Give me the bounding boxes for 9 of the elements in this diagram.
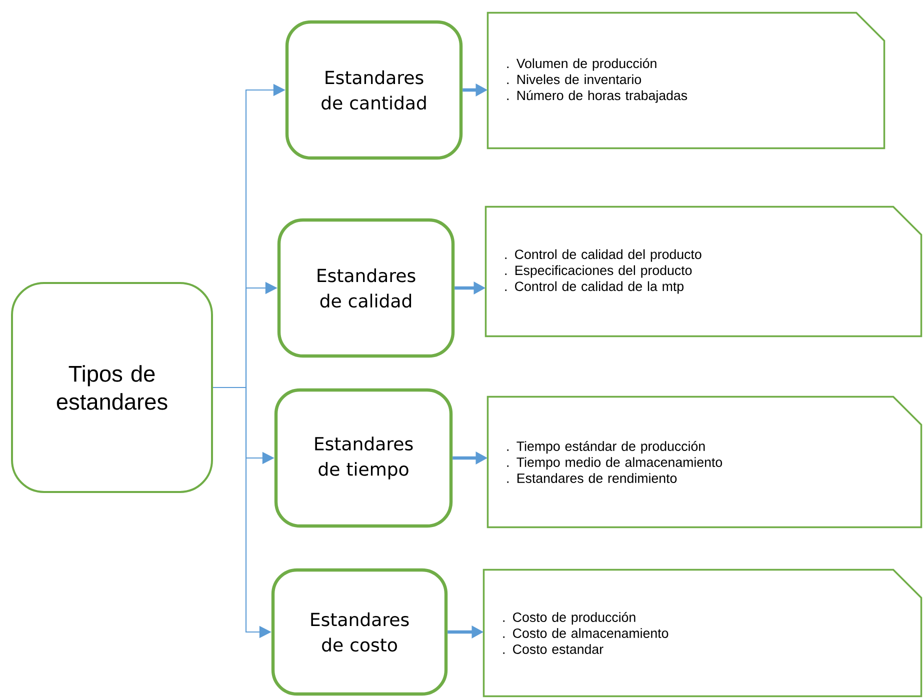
note-box: . Costo de producción . Costo de almacenamiento . Costo estandar <box>482 568 922 698</box>
rounded-box: Estandares de cantidad <box>285 20 463 160</box>
rounded-box: Estandares de calidad <box>277 218 455 358</box>
note-box: . Control de calidad del producto . Especificaciones del producto . Control de calidad de la mtp <box>484 206 922 338</box>
rounded-box: Tipos de estandares <box>11 282 213 493</box>
rounded-box: Estandares de costo <box>271 568 448 696</box>
note-box: . Volumen de producción . Niveles de inventario . Número de horas trabajadas <box>486 12 886 150</box>
note-box: . Tiempo estándar de producción . Tiempo medio de almacenamiento . Estandares de rendimiento <box>486 396 922 528</box>
rounded-box: Estandares de tiempo <box>274 388 453 528</box>
